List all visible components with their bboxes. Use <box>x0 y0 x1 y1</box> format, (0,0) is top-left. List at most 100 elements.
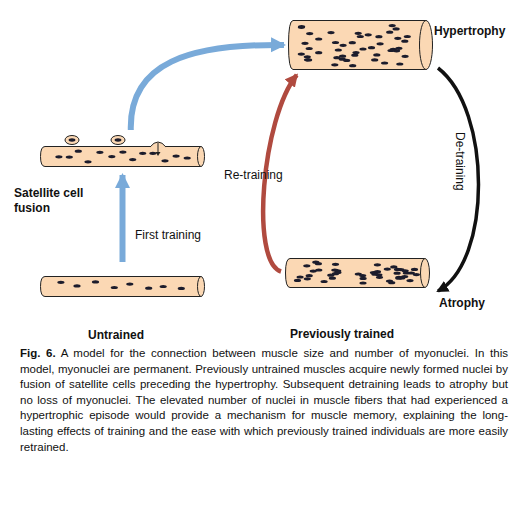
fiber-body <box>41 277 202 297</box>
satellite-nucleus <box>69 138 76 141</box>
myonucleus <box>390 265 397 268</box>
satellite-nucleus <box>115 138 122 141</box>
myonucleus <box>315 268 322 271</box>
myonucleus <box>386 279 393 282</box>
myonucleus <box>331 268 338 271</box>
edge-label: First training <box>135 228 201 242</box>
myonucleus <box>306 47 313 50</box>
myonucleus <box>398 276 405 279</box>
myonucleus <box>384 268 391 271</box>
myonucleus <box>374 263 381 266</box>
myonucleus <box>396 62 403 65</box>
fiber-body <box>286 259 426 288</box>
fiber-end <box>198 277 205 297</box>
myonucleus <box>406 279 413 282</box>
myonucleus <box>303 264 310 267</box>
myonucleus <box>129 158 136 161</box>
myonucleus <box>349 64 356 67</box>
myonucleus <box>389 24 396 27</box>
myonucleus <box>297 275 304 278</box>
myonucleus <box>306 274 313 277</box>
myonucleus <box>111 286 118 289</box>
myonucleus <box>306 32 313 35</box>
myonucleus <box>411 268 418 271</box>
myonucleus <box>84 160 91 163</box>
myonucleus <box>381 61 388 64</box>
satellite-cell <box>111 136 125 145</box>
myonucleus <box>315 262 322 265</box>
edge-label: Re-training <box>224 168 283 182</box>
myonucleus <box>55 155 62 158</box>
myonucleus <box>315 51 322 54</box>
connector-arrow <box>120 175 126 262</box>
myonucleus <box>321 280 328 283</box>
fiber-shape <box>288 20 433 70</box>
myonucleus <box>301 42 308 45</box>
myonucleus <box>402 55 409 58</box>
myonucleus <box>92 280 99 283</box>
myonucleus <box>108 155 115 158</box>
fiber-body <box>289 21 427 70</box>
myonucleus <box>139 152 146 155</box>
myonucleus <box>359 47 366 50</box>
myonucleus <box>178 287 185 290</box>
connector-arrow <box>438 68 479 291</box>
myonucleus <box>145 287 152 290</box>
myonucleus <box>357 35 364 38</box>
myonucleus <box>126 283 133 286</box>
myonucleus <box>332 41 339 44</box>
myonucleus <box>335 48 342 51</box>
myonucleus <box>394 37 401 40</box>
myonucleus <box>359 281 366 284</box>
myonucleus <box>331 63 338 66</box>
fiber-shape <box>40 276 205 297</box>
myonucleus <box>304 277 311 280</box>
myonucleus <box>375 35 382 38</box>
myonucleus <box>371 58 378 61</box>
satellite-cell <box>65 136 79 145</box>
myonucleus <box>304 55 311 58</box>
muscle-fiber: Satellite cell fusion <box>40 146 205 167</box>
fusion-arrow-head <box>156 152 161 156</box>
myonucleus <box>395 47 402 50</box>
myonucleus <box>404 35 411 38</box>
myonucleus <box>298 53 305 56</box>
myonucleus <box>394 272 401 275</box>
myonucleus <box>294 279 301 282</box>
myonucleus <box>359 274 366 277</box>
stage-label: Untrained <box>88 328 178 343</box>
myonucleus <box>119 151 126 154</box>
stage-label: Satellite cell fusion <box>14 186 94 216</box>
myonucleus <box>373 53 380 56</box>
fiber-shape <box>40 146 205 167</box>
myonucleus <box>160 285 167 288</box>
myonucleus <box>57 281 64 284</box>
myonucleus <box>184 156 191 159</box>
myonucleus <box>96 151 103 154</box>
myonucleus <box>298 26 305 29</box>
muscle-fiber: Atrophy <box>285 258 430 288</box>
myonucleus <box>360 277 367 280</box>
fiber-end <box>198 147 205 167</box>
myonucleus <box>304 58 311 61</box>
stage-label: Hypertrophy <box>434 24 524 39</box>
myonucleus <box>377 42 384 45</box>
caption-figure-number: Fig. 6. <box>20 347 56 359</box>
myonucleus <box>161 159 168 162</box>
fiber-shape <box>285 258 430 288</box>
myonucleus <box>343 59 350 62</box>
myonucleus <box>329 277 336 280</box>
myonucleus <box>368 46 375 49</box>
muscle-fiber: Untrained <box>40 276 205 297</box>
muscle-fiber: Hypertrophy <box>288 20 433 70</box>
myonucleus <box>355 32 362 35</box>
myonucleus <box>365 33 372 36</box>
myonucleus <box>73 284 80 287</box>
myonucleus <box>351 54 358 57</box>
myonucleus <box>327 31 334 34</box>
myonucleus <box>371 273 378 276</box>
myonucleus <box>393 27 400 30</box>
myonucleus <box>66 156 73 159</box>
myonucleus <box>332 263 339 266</box>
